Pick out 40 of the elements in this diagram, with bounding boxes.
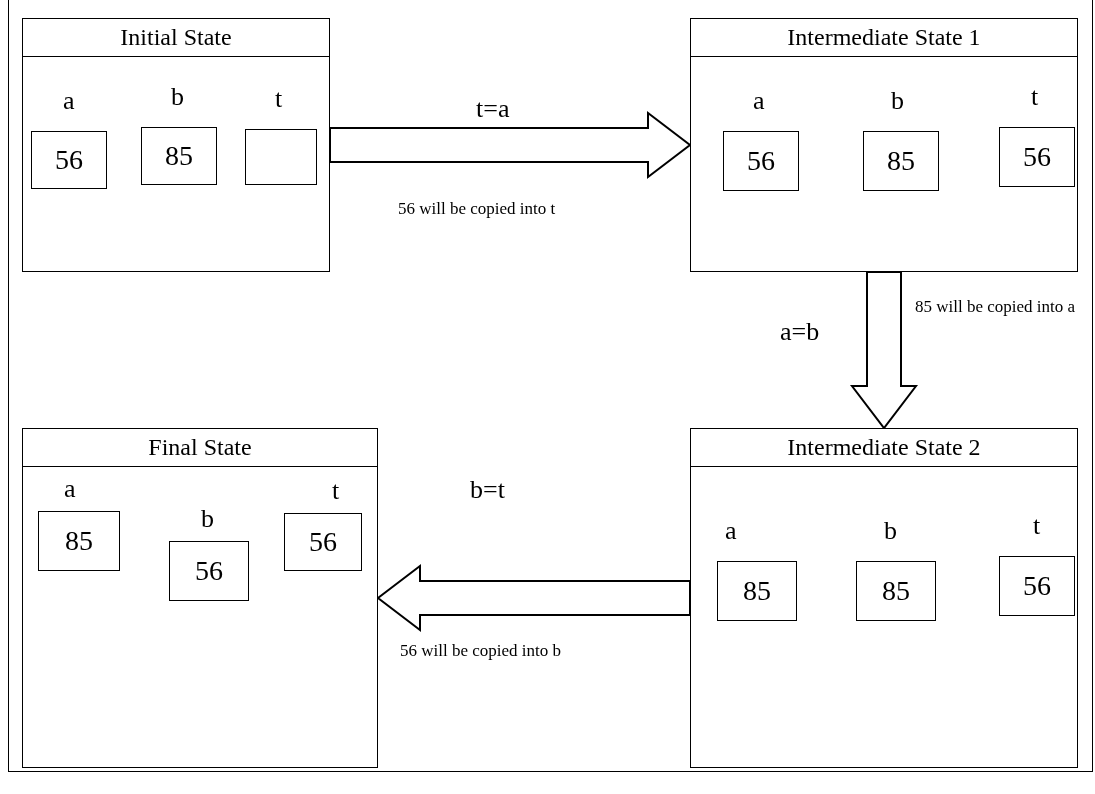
block-arrow [850,271,918,430]
value-box: 56 [31,131,107,189]
block-arrow [329,111,692,179]
variable-name: a [64,475,76,503]
panel-title: Final State [23,429,377,467]
value-box: 56 [284,513,362,571]
variable-name: b [891,87,904,115]
variable-name: a [725,517,737,545]
state-panel [22,428,378,768]
value-box: 85 [863,131,939,191]
block-arrow [376,564,691,632]
variable-name: t [1033,512,1041,540]
variable-name: t [275,85,283,113]
variable-name: a [63,87,75,115]
panel-title: Intermediate State 2 [691,429,1077,467]
value-box: 85 [717,561,797,621]
state-panel [690,18,1078,272]
edge-label: t=a [476,95,510,123]
variable-name: t [1031,83,1039,111]
value-box: 85 [141,127,217,185]
panel-title: Intermediate State 1 [691,19,1077,57]
edge-label: b=t [470,476,505,504]
state-panel [690,428,1078,768]
value-box: 56 [999,127,1075,187]
variable-name: b [171,83,184,111]
note-text: 56 will be copied into b [400,640,562,662]
value-box: 85 [38,511,120,571]
value-box: 56 [999,556,1075,616]
value-box: 56 [169,541,249,601]
note-text: 56 will be copied into t [398,198,557,220]
note-text: 85 will be copied into a [913,296,1075,318]
variable-name: b [884,517,897,545]
value-box: 85 [856,561,936,621]
variable-name: a [753,87,765,115]
variable-name: b [201,505,214,533]
edge-label: a=b [780,318,820,346]
state-panel [22,18,330,272]
variable-name: t [332,477,340,505]
panel-title: Initial State [23,19,329,57]
value-box: 56 [723,131,799,191]
